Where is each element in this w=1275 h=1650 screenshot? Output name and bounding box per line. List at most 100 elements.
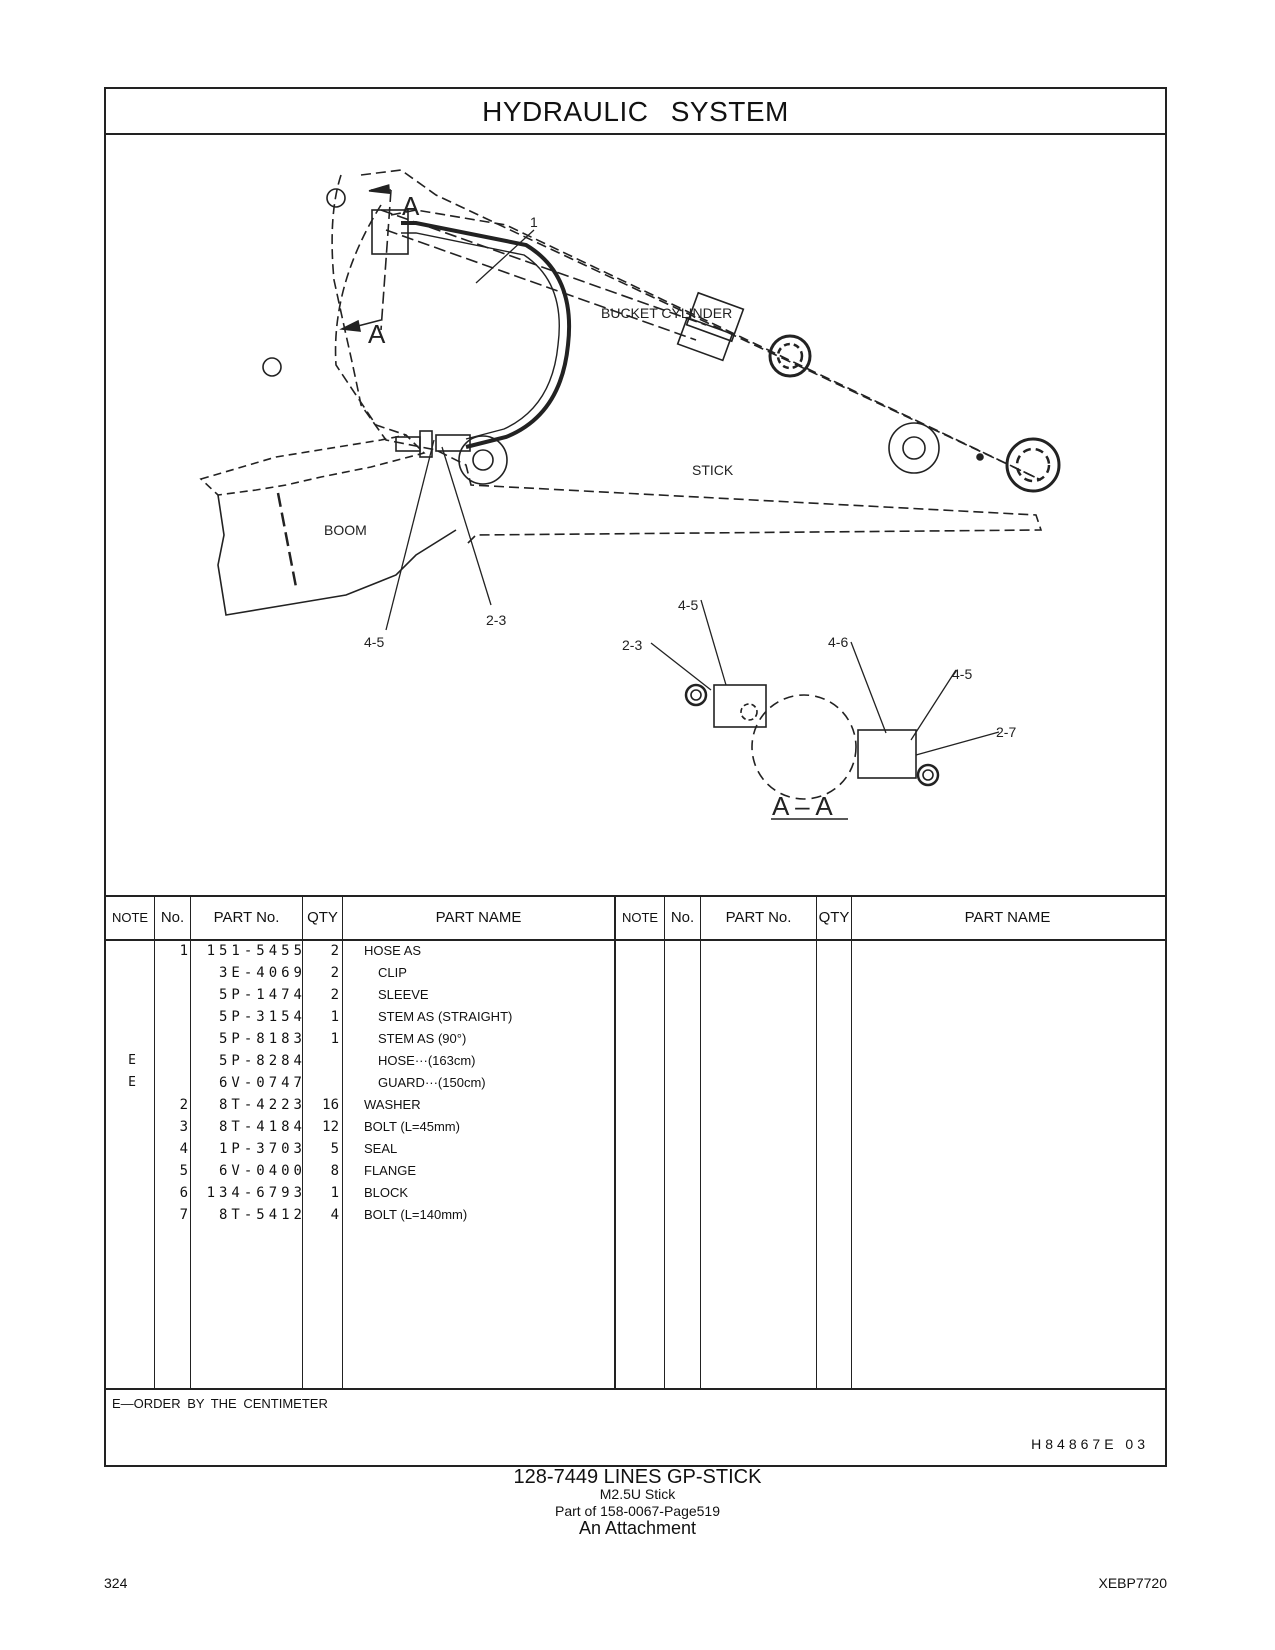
table-row: 1 151-5455 2 HOSE AS [106, 943, 1165, 965]
row-qty: 4 [330, 1207, 339, 1223]
row-part-no: 6V-0747 [218, 1075, 306, 1091]
row-qty: 2 [330, 943, 339, 959]
row-part-no: 8T-4184 [218, 1119, 306, 1135]
boom-label: BOOM [324, 522, 367, 538]
page-title: HYDRAULIC SYSTEM [106, 89, 1165, 135]
header-part-name: PART NAME [435, 909, 522, 926]
stick-pivot-right-inner [902, 436, 926, 460]
bucket-pivot [1005, 437, 1061, 493]
row-note: E [128, 1075, 136, 1090]
footer-notes: E—ORDER BY THE CENTIMETER H84867E 03 [106, 1388, 1165, 1465]
table-row: 5P-8183 1 STEM AS (90°) [106, 1031, 1165, 1053]
table-row: 5 6V-0400 8 FLANGE [106, 1163, 1165, 1185]
caption-attachment: An Attachment [578, 1518, 697, 1538]
row-part-name: SLEEVE [378, 987, 429, 1002]
row-part-no: 5P-8183 [218, 1031, 306, 1047]
row-no: 2 [179, 1097, 188, 1113]
callout-4-6: 4-6 [828, 634, 848, 650]
row-part-name: CLIP [378, 965, 407, 980]
parts-table: NOTE No. PART No. QTY PART NAME NOTE No.… [106, 895, 1165, 1388]
table-row: 2 8T-4223 16 WASHER [106, 1097, 1165, 1119]
header-part-no: PART No. [213, 909, 280, 926]
header-qty-2: QTY [818, 909, 850, 926]
col-divider [700, 897, 701, 1388]
row-part-no: 5P-3154 [218, 1009, 306, 1025]
col-divider [302, 897, 303, 1388]
col-divider [851, 897, 852, 1388]
row-part-no: 151-5455 [206, 943, 306, 959]
row-part-no: 6V-0400 [218, 1163, 306, 1179]
callout-2-7: 2-7 [996, 724, 1016, 740]
row-no: 1 [179, 943, 188, 959]
table-row: 3 8T-4184 12 BOLT (L=45mm) [106, 1119, 1165, 1141]
callout-2-3-detail: 2-3 [622, 637, 642, 653]
pin-dot [976, 453, 984, 461]
page-number: 324 [104, 1575, 128, 1591]
table-row: 5P-1474 2 SLEEVE [106, 987, 1165, 1009]
row-qty: 1 [330, 1031, 339, 1047]
order-note: E—ORDER BY THE CENTIMETER [112, 1396, 328, 1411]
row-qty: 16 [322, 1097, 339, 1113]
callout-2-3-main: 2-3 [486, 612, 506, 628]
stick-pivot-right [888, 422, 940, 474]
hose-assembly [371, 209, 572, 458]
col-divider [664, 897, 665, 1388]
stick-pivot-lower-inner [472, 449, 494, 471]
col-divider-center [614, 897, 616, 1388]
row-no: 6 [179, 1185, 188, 1201]
callout-1: 1 [530, 214, 538, 230]
row-part-no: 8T-4223 [218, 1097, 306, 1113]
hydraulic-stick-diagram: A A 1 BUCKET CYLINDER STICK BOOM 4-5 2-3… [199, 169, 1061, 821]
row-part-no: 134-6793 [206, 1185, 306, 1201]
stick-label: STICK [692, 462, 734, 478]
col-divider [342, 897, 343, 1388]
row-note: E [128, 1053, 136, 1068]
row-part-name: BOLT (L=140mm) [364, 1207, 468, 1222]
row-part-name: WASHER [364, 1097, 421, 1112]
bucket-pivot-inner [1015, 447, 1051, 483]
stick-outline [331, 169, 1043, 546]
row-qty: 2 [330, 965, 339, 981]
col-divider [154, 897, 155, 1388]
stick-pivot-lower [458, 435, 508, 485]
row-qty: 2 [330, 987, 339, 1003]
row-part-no: 8T-5412 [218, 1207, 306, 1223]
header-part-name-2: PART NAME [964, 909, 1051, 926]
row-part-name: FLANGE [364, 1163, 417, 1178]
bucket-cylinder [380, 209, 812, 378]
table-row: 5P-3154 1 STEM AS (STRAIGHT) [106, 1009, 1165, 1031]
exploded-diagram: A A 1 BUCKET CYLINDER STICK BOOM 4-5 2-3… [106, 135, 1165, 899]
row-no: 3 [179, 1119, 188, 1135]
table-row: 7 8T-5412 4 BOLT (L=140mm) [106, 1207, 1165, 1229]
stick-pivot-left [262, 357, 282, 377]
parts-page-frame: HYDRAULIC SYSTEM [104, 87, 1167, 1467]
header-note: NOTE [111, 910, 149, 925]
header-no: No. [160, 909, 185, 926]
row-no: 4 [179, 1141, 188, 1157]
header-no-2: No. [670, 909, 695, 926]
caption-title: 128-7449 LINES GP-STICK [513, 1466, 762, 1488]
leader-lines [385, 229, 535, 631]
row-qty: 1 [330, 1185, 339, 1201]
row-part-name: BOLT (L=45mm) [364, 1119, 460, 1134]
row-part-name: STEM AS (90°) [378, 1031, 467, 1046]
row-part-name: HOSE AS [364, 943, 422, 958]
row-part-name: HOSE···(163cm) [378, 1053, 476, 1068]
row-part-no: 3E-4069 [218, 965, 306, 981]
document-code: XEBP7720 [1098, 1575, 1168, 1591]
row-part-no: 1P-3703 [218, 1141, 306, 1157]
row-part-name: STEM AS (STRAIGHT) [378, 1009, 513, 1024]
section-a-markers [339, 184, 392, 332]
table-row: E 5P-8284 HOSE···(163cm) [106, 1053, 1165, 1075]
row-no: 7 [179, 1207, 188, 1223]
callout-4-5-main: 4-5 [364, 634, 384, 650]
row-part-name: BLOCK [364, 1185, 409, 1200]
row-part-name: GUARD···(150cm) [378, 1075, 486, 1090]
col-divider [190, 897, 191, 1388]
row-qty: 5 [330, 1141, 339, 1157]
section-a-bottom-label: A [368, 319, 386, 349]
section-a-top-label: A [402, 191, 420, 221]
table-row: 6 134-6793 1 BLOCK [106, 1185, 1165, 1207]
parts-table-header: NOTE No. PART No. QTY PART NAME NOTE No.… [106, 897, 1165, 941]
detail-section-aa [650, 599, 1000, 820]
